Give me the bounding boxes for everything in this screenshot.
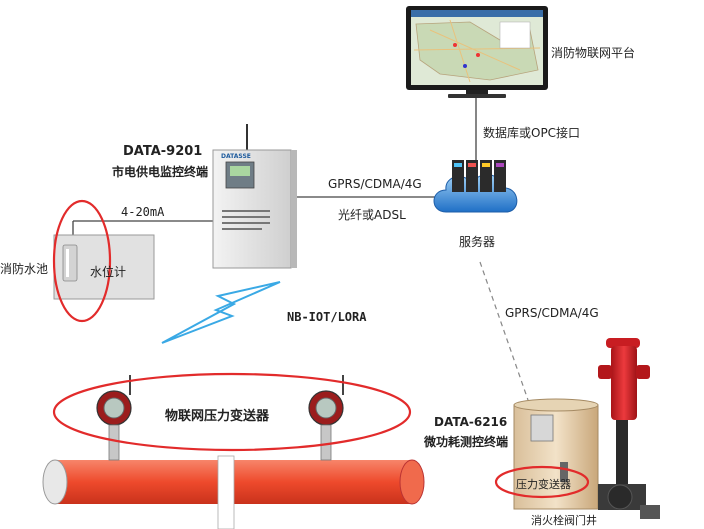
terminal-9201-brand: DATASSE <box>221 153 251 160</box>
terminal-9201-cabinet <box>212 124 297 269</box>
terminal-6216-model: DATA-6216 <box>434 415 508 429</box>
level-meter-label: 水位计 <box>90 265 127 279</box>
pressure-sensor-group-label: 物联网压力变送器 <box>165 409 270 424</box>
pressure-sensor-left <box>96 375 132 461</box>
server-cloud <box>433 160 518 213</box>
terminal-9201-name: 市电供电监控终端 <box>112 165 209 179</box>
highlight-ellipse-well-sensor <box>494 465 590 499</box>
wireless-lightning-icon <box>161 281 281 344</box>
link-gprs-right-label: GPRS/CDMA/4G <box>505 306 599 320</box>
hydrant-icon <box>598 338 660 519</box>
wireless-label: NB-IOT/LORA <box>287 310 367 324</box>
level-sensor-icon <box>62 244 78 282</box>
platform-monitor <box>406 6 548 98</box>
terminal-6216-name: 微功耗测控终端 <box>424 435 509 449</box>
water-pool <box>52 199 155 323</box>
link-gprs-label: GPRS/CDMA/4G <box>328 177 422 191</box>
connection-lines <box>72 97 529 401</box>
link-fiber-label: 光纤或ADSL <box>338 208 406 222</box>
interface-label: 数据库或OPC接口 <box>483 126 581 140</box>
platform-label: 消防物联网平台 <box>551 46 636 60</box>
water-pipe <box>42 455 425 529</box>
server-rack-icons <box>452 160 506 192</box>
pressure-sensor-well-label: 压力变送器 <box>516 478 571 491</box>
terminal-6216-box <box>530 414 554 442</box>
well-sensor-icon <box>560 462 568 482</box>
signal-current-label: 4-20mA <box>121 205 165 219</box>
highlight-ellipse-level <box>52 199 112 323</box>
terminal-9201-model: DATA-9201 <box>123 144 203 159</box>
valve-well-label: 消火栓阀门井 <box>531 514 597 527</box>
server-label: 服务器 <box>459 235 496 249</box>
highlight-ellipse-sensors <box>52 372 412 452</box>
valve-well <box>494 398 599 510</box>
pressure-sensor-right <box>308 375 344 461</box>
line-server-well <box>479 261 529 401</box>
pool-label: 消防水池 <box>0 262 49 276</box>
